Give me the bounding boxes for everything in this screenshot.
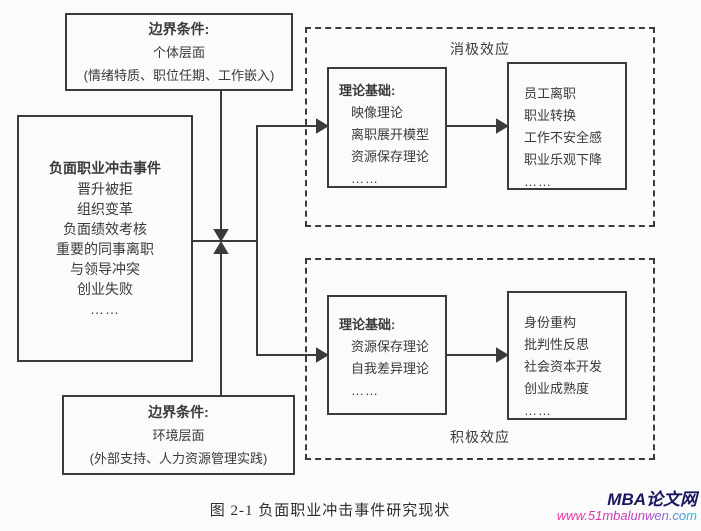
positive-region-label: 积极效应: [450, 429, 510, 445]
box-boundary-individual: 边界条件: 个体层面 (情绪特质、职位任期、工作嵌入): [65, 13, 293, 91]
figure-caption: 图 2-1 负面职业冲击事件研究现状: [209, 503, 451, 519]
boundary-individual-factors: (情绪特质、职位任期、工作嵌入): [83, 67, 275, 83]
boundary-environment-factors: (外部支持、人力资源管理实践): [89, 450, 268, 466]
outcome-item: 职业转换: [524, 108, 577, 123]
outcome-item: 创业成熟度: [524, 381, 590, 396]
arrowhead-outcome-neg-icon: [496, 118, 509, 134]
watermark: MBA论文网 www.51mbalunwen.com: [556, 490, 697, 524]
theory-item: 资源保存理论: [351, 149, 430, 164]
theory-item-ellipsis: ……: [351, 383, 379, 398]
outcome-item: 身份重构: [524, 315, 577, 330]
event-item-ellipsis: ……: [90, 301, 120, 317]
outcome-item: 社会资本开发: [524, 359, 603, 374]
box-boundary-environment: 边界条件: 环境层面 (外部支持、人力资源管理实践): [62, 395, 295, 475]
outcome-item-ellipsis: ……: [524, 403, 552, 418]
theory-positive-title: 理论基础:: [339, 317, 396, 332]
event-item: 创业失败: [77, 281, 133, 297]
outcome-item: 职业乐观下降: [524, 152, 603, 167]
theory-item: 资源保存理论: [351, 339, 430, 354]
event-item: 与领导冲突: [70, 261, 140, 277]
watermark-site-name: MBA论文网: [607, 490, 697, 509]
theory-item: 映像理论: [351, 105, 404, 120]
box-negative-career-shock-events: 负面职业冲击事件 晋升被拒 组织变革 负面绩效考核 重要的同事离职 与领导冲突 …: [17, 115, 193, 362]
boundary-environment-title: 边界条件:: [148, 403, 209, 420]
box-outcomes-positive: 身份重构 批判性反思 社会资本开发 创业成熟度 ……: [507, 291, 627, 420]
event-item: 组织变革: [77, 201, 133, 217]
region-positive-effects: 积极效应: [305, 258, 655, 460]
arrowhead-outcome-pos-icon: [496, 347, 509, 363]
theory-item-ellipsis: ……: [351, 171, 379, 186]
boundary-individual-level: 个体层面: [152, 44, 205, 60]
theory-negative-title: 理论基础:: [339, 83, 396, 98]
outcome-item: 员工离职: [524, 86, 577, 101]
arrowhead-up-icon: [213, 241, 229, 254]
event-item: 晋升被拒: [77, 181, 133, 197]
boundary-environment-level: 环境层面: [152, 427, 205, 443]
arrowhead-down-icon: [213, 229, 229, 242]
negative-region-label: 消极效应: [450, 41, 510, 57]
event-item: 重要的同事离职: [56, 241, 154, 257]
box-theory-negative: 理论基础: 映像理论 离职展开模型 资源保存理论 ……: [327, 67, 447, 188]
box-theory-positive: 理论基础: 资源保存理论 自我差异理论 ……: [327, 295, 447, 415]
arrowhead-right-pos-icon: [316, 347, 329, 363]
theory-item: 离职展开模型: [351, 127, 430, 142]
outcome-item: 工作不安全感: [524, 130, 603, 145]
outcome-item-ellipsis: ……: [524, 174, 552, 189]
box-outcomes-negative: 员工离职 职业转换 工作不安全感 职业乐观下降 ……: [507, 62, 627, 190]
arrowhead-right-neg-icon: [316, 118, 329, 134]
watermark-url: www.51mbalunwen.com: [556, 508, 697, 523]
boundary-individual-title: 边界条件:: [148, 20, 210, 37]
event-item: 负面绩效考核: [63, 221, 147, 237]
outcome-item: 批判性反思: [524, 337, 590, 352]
theory-item: 自我差异理论: [351, 361, 430, 376]
region-negative-effects: 消极效应: [305, 27, 655, 227]
events-title: 负面职业冲击事件: [49, 160, 161, 176]
